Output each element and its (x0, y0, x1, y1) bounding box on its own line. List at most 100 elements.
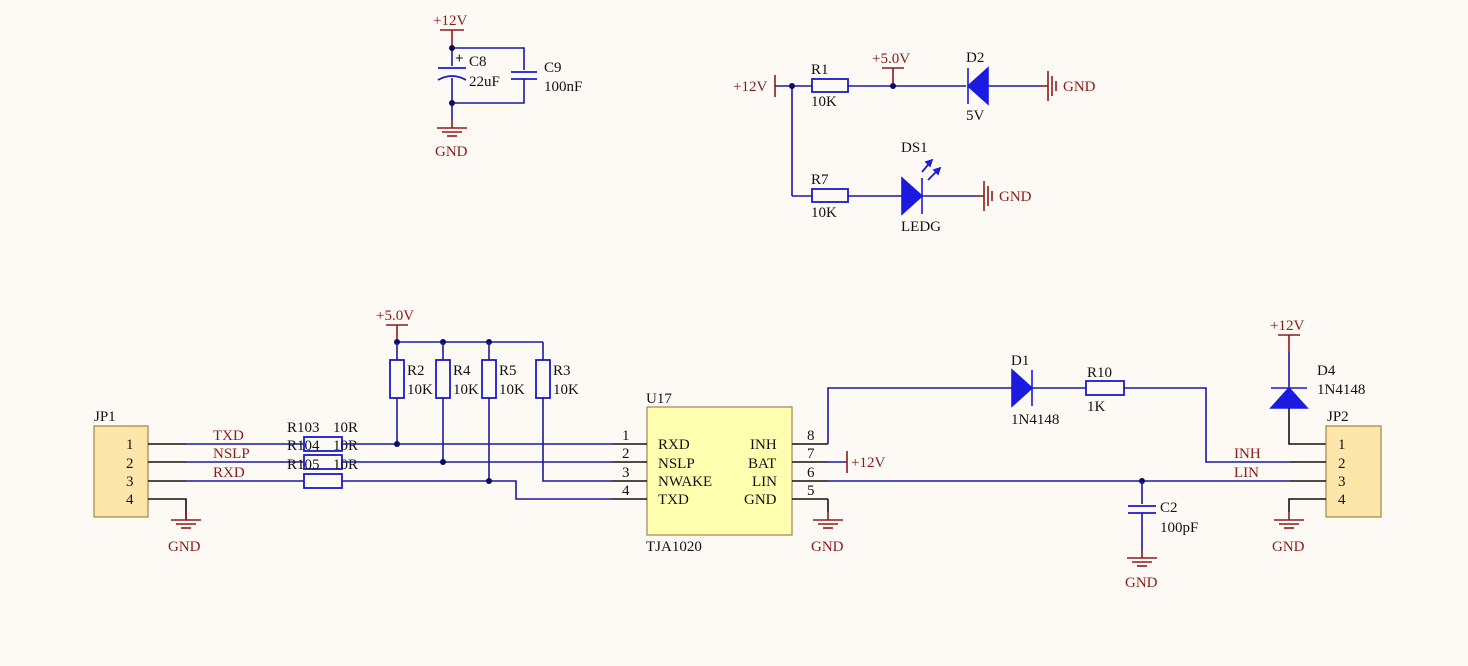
power-label-12v-bat: +12V (851, 455, 885, 471)
r1-value-label: 10K (811, 94, 837, 110)
r3-ref-label: R3 (553, 363, 571, 379)
u17-pin5-name: GND (744, 492, 777, 508)
gnd-label-ds1: GND (999, 189, 1032, 205)
jp2-pin-4: 4 (1338, 492, 1346, 508)
r2-ref-label: R2 (407, 363, 425, 379)
u17-pin7-num: 7 (807, 446, 815, 462)
jp1-pin-4: 4 (126, 492, 134, 508)
r103-value-label: 10R (333, 420, 358, 436)
ds1-ref-label: DS1 (901, 140, 928, 156)
gnd-label-u17: GND (811, 539, 844, 555)
pullup-block: +5.0V R2 10K R4 10K R5 10K R3 10K (376, 308, 612, 484)
resistor-r3-symbol (535, 359, 551, 399)
c8-polarity-mark: + (455, 51, 464, 67)
power-label-12v-d4: +12V (1270, 318, 1304, 334)
jp2-pin-1: 1 (1338, 437, 1346, 453)
zener-d2-symbol (966, 66, 989, 106)
resistor-r5-symbol (481, 359, 497, 399)
resistor-r105-symbol (303, 473, 343, 489)
net-label-nslp: NSLP (213, 446, 250, 462)
connector-jp2: JP2 1 2 3 4 GND (1272, 409, 1382, 555)
jp1-pin-1: 1 (126, 437, 134, 453)
r1-ref-label: R1 (811, 62, 829, 78)
u17-pin2-name: NSLP (658, 456, 695, 472)
power-label-5v-pullups: +5.0V (376, 308, 414, 324)
ds1-value-label: LEDG (901, 219, 941, 235)
u17-pin2-num: 2 (622, 446, 630, 462)
u17-pin1-name: RXD (658, 437, 690, 453)
r5-ref-label: R5 (499, 363, 517, 379)
capacitor-c8-symbol (437, 67, 467, 81)
d2-ref-label: D2 (966, 50, 984, 66)
gnd-label-c2: GND (1125, 575, 1158, 591)
gnd-label-jp2: GND (1272, 539, 1305, 555)
u17-pin8-name: INH (750, 437, 777, 453)
power-label-12v-r1: +12V (733, 79, 767, 95)
d4-ref-label: D4 (1317, 363, 1336, 379)
gnd-label-d2: GND (1063, 79, 1096, 95)
c9-ref-label: C9 (544, 60, 562, 76)
jp1-pin-3: 3 (126, 474, 134, 490)
r3-value-label: 10K (553, 382, 579, 398)
r4-value-label: 10K (453, 382, 479, 398)
power-label-5v-r1: +5.0V (872, 51, 910, 67)
r10-value-label: 1K (1087, 399, 1106, 415)
c8-value-label: 22uF (469, 74, 500, 90)
capacitor-c2-symbol (1128, 505, 1156, 514)
u17-pin3-name: NWAKE (658, 474, 712, 490)
resistor-r1-symbol (811, 78, 849, 93)
net-label-lin: LIN (1234, 465, 1259, 481)
resistor-r10-symbol (1085, 380, 1125, 396)
r103-ref-label: R103 (287, 420, 320, 436)
u17-pin1-num: 1 (622, 428, 630, 444)
gnd-label-cap: GND (435, 144, 468, 160)
jp2-pin-3: 3 (1338, 474, 1346, 490)
diode-d1-symbol (1011, 368, 1034, 408)
connector-jp1: JP1 1 2 3 4 GND (93, 409, 202, 555)
r5-value-label: 10K (499, 382, 525, 398)
power-label-12v-cap: +12V (433, 13, 467, 29)
r7-ref-label: R7 (811, 172, 829, 188)
c8-ref-label: C8 (469, 54, 487, 70)
d1-ref-label: D1 (1011, 353, 1029, 369)
net-label-rxd: RXD (213, 465, 245, 481)
u17-pin3-num: 3 (622, 465, 630, 481)
u17-ref-label: U17 (646, 391, 672, 407)
net-label-txd: TXD (213, 428, 244, 444)
u17-pin7-name: BAT (748, 456, 776, 472)
r105-value-label: 10R (333, 457, 358, 473)
r10-ref-label: R10 (1087, 365, 1112, 381)
u17-pin4-num: 4 (622, 483, 630, 499)
jp2-pin-2: 2 (1338, 456, 1346, 472)
c2-ref-label: C2 (1160, 500, 1178, 516)
gnd-label-jp1: GND (168, 539, 201, 555)
jp2-ref-label: JP2 (1327, 409, 1349, 425)
r104-value-label: 10R (333, 438, 358, 454)
capacitor-c9-symbol (511, 71, 537, 80)
cap-decoupling-block: +12V + C8 22uF C9 100nF GND (433, 13, 582, 160)
r4-ref-label: R4 (453, 363, 471, 379)
u17-pin6-num: 6 (807, 465, 815, 481)
c9-value-label: 100nF (544, 79, 582, 95)
d4-value-label: 1N4148 (1317, 382, 1365, 398)
led-ds1-symbol (901, 158, 942, 216)
resistor-r4-symbol (435, 359, 451, 399)
d1-value-label: 1N4148 (1011, 412, 1059, 428)
u17-pin4-name: TXD (658, 492, 689, 508)
u17-part-label: TJA1020 (646, 539, 702, 555)
r105-ref-label: R105 (287, 457, 320, 473)
ic-u17: U17 TJA1020 1 2 3 4 RXD NSLP NWAKE TXD 8… (612, 391, 828, 555)
r2-value-label: 10K (407, 382, 433, 398)
net-label-inh: INH (1234, 446, 1261, 462)
c2-value-label: 100pF (1160, 520, 1198, 536)
resistor-r2-symbol (389, 359, 405, 399)
jp1-ref-label: JP1 (94, 409, 116, 425)
indicator-block: +12V R1 10K +5.0V D2 5V GND R7 10K (733, 50, 1096, 235)
u17-pin5-num: 5 (807, 483, 815, 499)
resistor-r7-symbol (811, 188, 849, 203)
r104-ref-label: R104 (287, 438, 320, 454)
jp1-pin-2: 2 (126, 456, 134, 472)
r7-value-label: 10K (811, 205, 837, 221)
diode-d4-symbol (1269, 386, 1309, 409)
